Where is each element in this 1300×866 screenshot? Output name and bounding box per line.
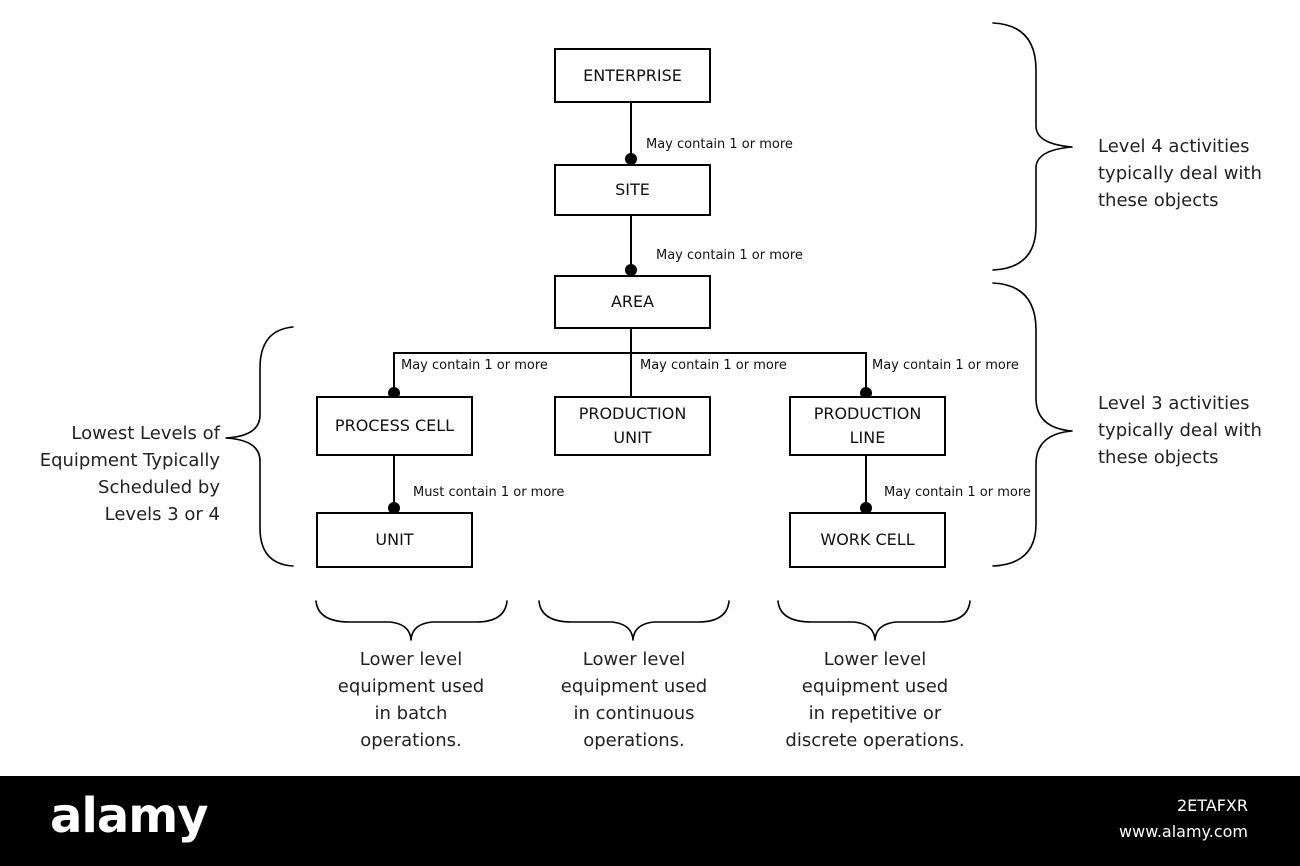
watermark-footer-bar: alamy 2ETAFXR www.alamy.com bbox=[0, 776, 1300, 866]
brace-lowest-levels bbox=[225, 326, 294, 567]
site-url: www.alamy.com bbox=[1119, 822, 1248, 841]
annotation-level3: Level 3 activities typically deal with t… bbox=[1098, 393, 1262, 468]
node-production-line: PRODUCTION LINE bbox=[789, 396, 946, 456]
equipment-hierarchy-diagram: ENTERPRISE SITE AREA PROCESS CELL PRODUC… bbox=[39, 22, 1262, 751]
annotation-discrete: Lower level equipment used in repetitive… bbox=[785, 649, 965, 751]
connector-dot-work-cell bbox=[860, 502, 872, 514]
brace-discrete bbox=[777, 600, 971, 641]
connector-area-branch-bar bbox=[393, 352, 867, 396]
annotation-lowest-levels: Lowest Levels of Equipment Typically Sch… bbox=[39, 423, 220, 525]
annotation-level4: Level 4 activities typically deal with t… bbox=[1098, 136, 1262, 211]
connector-dot-unit bbox=[388, 502, 400, 514]
brace-level3 bbox=[992, 282, 1073, 567]
brace-continuous bbox=[538, 600, 730, 641]
connector-dot-site bbox=[625, 153, 637, 165]
brace-batch bbox=[315, 600, 508, 641]
relation-process-cell-unit: Must contain 1 or more bbox=[413, 485, 565, 500]
connector-dot-area bbox=[625, 264, 637, 276]
relation-enterprise-site: May contain 1 or more bbox=[646, 137, 793, 152]
relation-area-production-line: May contain 1 or more bbox=[872, 358, 1019, 373]
node-work-cell: WORK CELL bbox=[789, 512, 946, 568]
node-unit: UNIT bbox=[316, 512, 473, 568]
brace-level4 bbox=[992, 22, 1073, 271]
node-production-unit: PRODUCTION UNIT bbox=[554, 396, 711, 456]
node-area: AREA bbox=[554, 275, 711, 329]
annotation-continuous: Lower level equipment used in continuous… bbox=[560, 649, 708, 751]
node-enterprise: ENTERPRISE bbox=[554, 48, 711, 103]
brand-logo: alamy bbox=[50, 788, 209, 844]
node-site: SITE bbox=[554, 164, 711, 216]
relation-area-process-cell: May contain 1 or more bbox=[401, 358, 548, 373]
relation-area-production-unit: May contain 1 or more bbox=[640, 358, 787, 373]
node-process-cell: PROCESS CELL bbox=[316, 396, 473, 456]
relation-production-line-work-cell: May contain 1 or more bbox=[884, 485, 1031, 500]
relation-site-area: May contain 1 or more bbox=[656, 248, 803, 263]
image-id: 2ETAFXR bbox=[1176, 796, 1248, 815]
annotation-batch: Lower level equipment used in batch oper… bbox=[337, 649, 485, 751]
